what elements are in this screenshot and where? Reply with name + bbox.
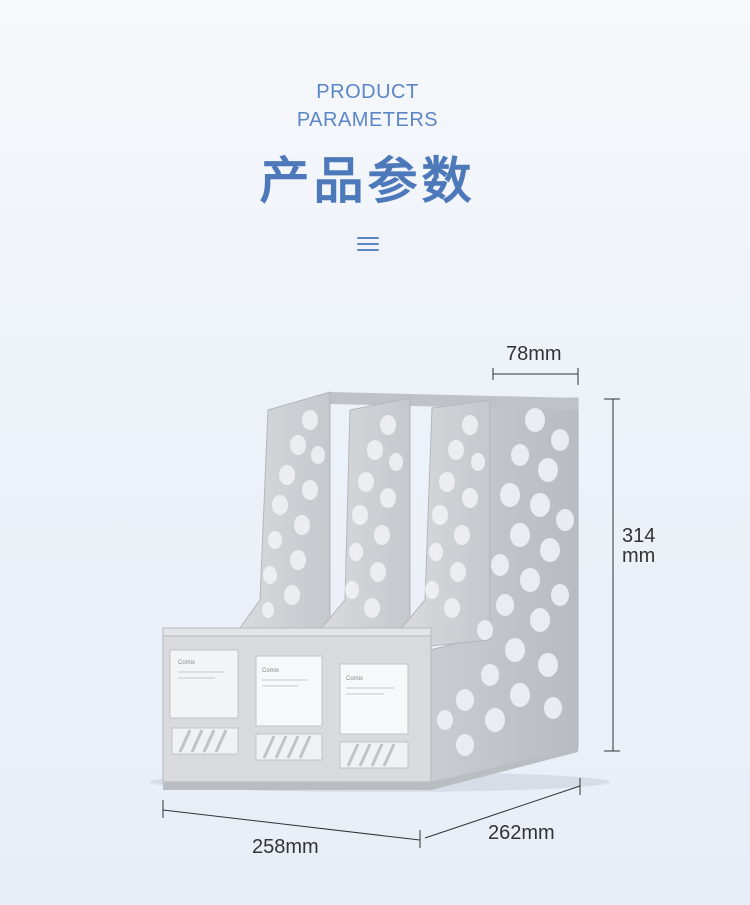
brand-label-3: Comix (346, 676, 363, 682)
slot-bars (178, 729, 396, 767)
dimension-height-unit: mm (622, 545, 656, 567)
dimension-lines (162, 368, 620, 848)
front-top-rim (162, 627, 432, 637)
label-text: Comix Comix Comix (178, 660, 363, 682)
label-lines (178, 671, 394, 695)
base-edge (163, 748, 578, 790)
eyebrow-line2: PARAMETERS (296, 109, 439, 131)
eyebrow-line1: PRODUCT (316, 81, 419, 103)
label-holders (169, 649, 409, 735)
brand-label-2: Comix (262, 668, 279, 674)
side-holes (437, 408, 574, 756)
page-title: 产品参数 (259, 152, 476, 210)
divider-holes (262, 410, 485, 618)
dimension-depth: 262mm (488, 822, 555, 844)
brand-label-1: Comix (178, 660, 195, 666)
dimension-78mm: 78mm (506, 343, 562, 365)
menu-lines-icon (357, 237, 379, 251)
divider-1 (234, 391, 331, 656)
dimension-height-value: 314 (622, 525, 656, 547)
dimension-width: 258mm (252, 836, 319, 858)
